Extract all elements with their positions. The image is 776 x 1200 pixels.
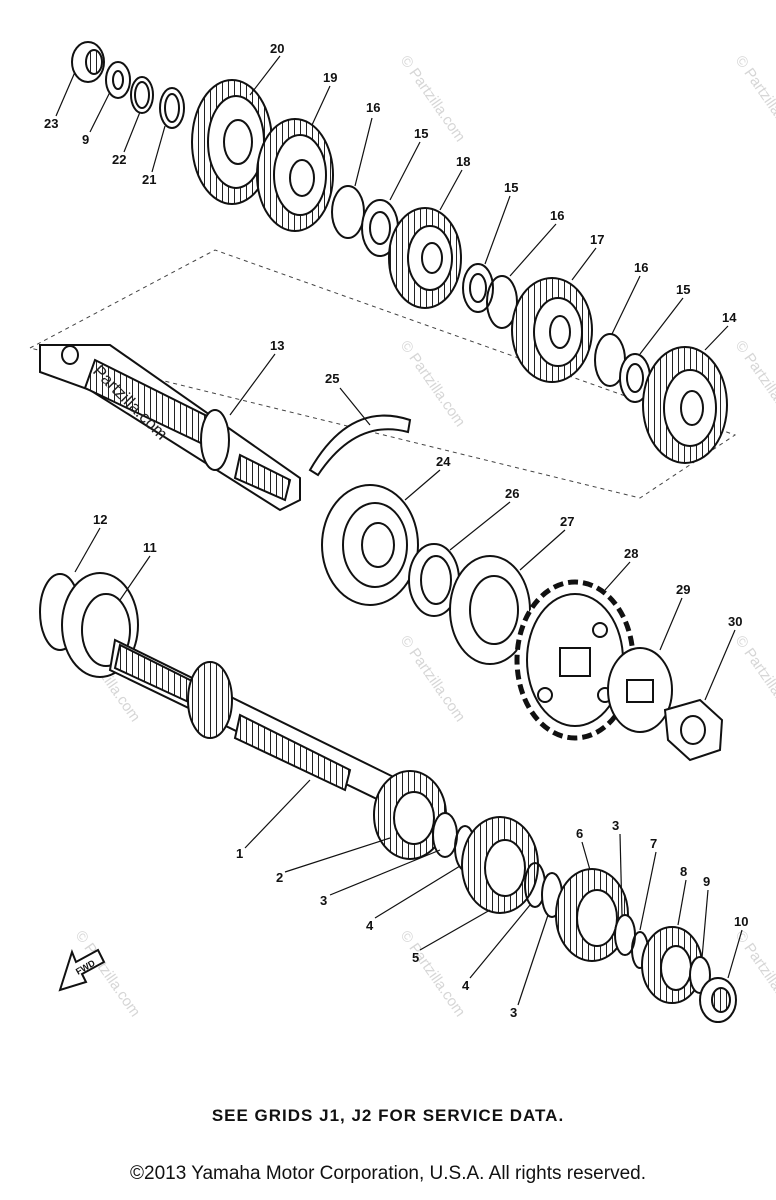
callout-27: 27 bbox=[560, 514, 574, 529]
callout-30: 30 bbox=[728, 614, 742, 629]
callout-26: 26 bbox=[505, 486, 519, 501]
watermark: © Partzilla.com bbox=[397, 338, 469, 431]
callout-16: 16 bbox=[634, 260, 648, 275]
callout-22: 22 bbox=[112, 152, 126, 167]
callout-20: 20 bbox=[270, 41, 284, 56]
callout-15: 15 bbox=[504, 180, 518, 195]
callout-23: 23 bbox=[44, 116, 58, 131]
callout-4: 4 bbox=[366, 918, 374, 933]
main-axle-13 bbox=[39, 344, 301, 512]
circlip-25 bbox=[308, 414, 412, 477]
lock-washer-and-nut bbox=[607, 647, 724, 762]
callout-25: 25 bbox=[325, 371, 339, 386]
watermark: © Partzilla.com bbox=[397, 633, 469, 726]
callout-4: 4 bbox=[462, 978, 470, 993]
callout-13: 13 bbox=[270, 338, 284, 353]
watermarks: © Partzilla.com © Partzilla.com © Partzi… bbox=[72, 53, 776, 1021]
watermark: © Partzilla.com bbox=[732, 633, 776, 726]
watermark: © Partzilla.com bbox=[732, 338, 776, 431]
circlip-16b bbox=[486, 275, 518, 329]
circlip-16a bbox=[331, 185, 365, 239]
callout-11: 11 bbox=[143, 540, 157, 555]
callout-10: 10 bbox=[734, 914, 748, 929]
callout-3: 3 bbox=[320, 893, 327, 908]
callouts: 20 19 16 15 18 15 16 17 16 15 14 13 25 2… bbox=[44, 41, 748, 1020]
gear-on-shaft bbox=[187, 661, 233, 739]
callout-2: 2 bbox=[276, 870, 283, 885]
copyright-text: ©2013 Yamaha Motor Corporation, U.S.A. A… bbox=[130, 1163, 646, 1184]
callout-1: 1 bbox=[236, 846, 243, 861]
callout-16: 16 bbox=[550, 208, 564, 223]
watermark: © Partzilla.com bbox=[397, 53, 469, 146]
output-side-parts bbox=[321, 484, 531, 665]
callout-15: 15 bbox=[676, 282, 690, 297]
callout-9: 9 bbox=[82, 132, 89, 147]
callout-3: 3 bbox=[510, 1005, 517, 1020]
callout-3: 3 bbox=[612, 818, 619, 833]
watermark: © Partzilla.com bbox=[397, 928, 469, 1021]
callout-28: 28 bbox=[624, 546, 638, 561]
top-small-parts bbox=[71, 41, 185, 129]
callout-19: 19 bbox=[323, 70, 337, 85]
callout-9: 9 bbox=[703, 874, 710, 889]
watermark: © Partzilla.com bbox=[732, 53, 776, 146]
callout-14: 14 bbox=[722, 310, 737, 325]
leader-lines bbox=[55, 55, 743, 1006]
callout-29: 29 bbox=[676, 582, 690, 597]
callout-16: 16 bbox=[366, 100, 380, 115]
drive-axle-1 bbox=[39, 572, 422, 817]
circlip-22-inner bbox=[134, 81, 150, 109]
washer-21-inner bbox=[164, 93, 180, 123]
callout-17: 17 bbox=[590, 232, 604, 247]
washer-9-top-bore bbox=[112, 70, 124, 90]
callout-8: 8 bbox=[680, 864, 687, 879]
callout-7: 7 bbox=[650, 836, 657, 851]
callout-21: 21 bbox=[142, 172, 156, 187]
callout-6: 6 bbox=[576, 826, 583, 841]
upper-assembly-dashed-outline bbox=[28, 249, 737, 499]
callout-24: 24 bbox=[436, 454, 451, 469]
bearing-23-bore bbox=[85, 49, 103, 75]
callout-15: 15 bbox=[414, 126, 428, 141]
upper-gears bbox=[191, 79, 728, 464]
washer-3a bbox=[432, 812, 458, 858]
service-data-note: SEE GRIDS J1, J2 FOR SERVICE DATA. bbox=[211, 1106, 565, 1125]
drive-sprocket-28 bbox=[514, 579, 636, 741]
lower-gears bbox=[373, 770, 737, 1023]
callout-18: 18 bbox=[456, 154, 470, 169]
callout-5: 5 bbox=[412, 950, 419, 965]
callout-12: 12 bbox=[93, 512, 107, 527]
